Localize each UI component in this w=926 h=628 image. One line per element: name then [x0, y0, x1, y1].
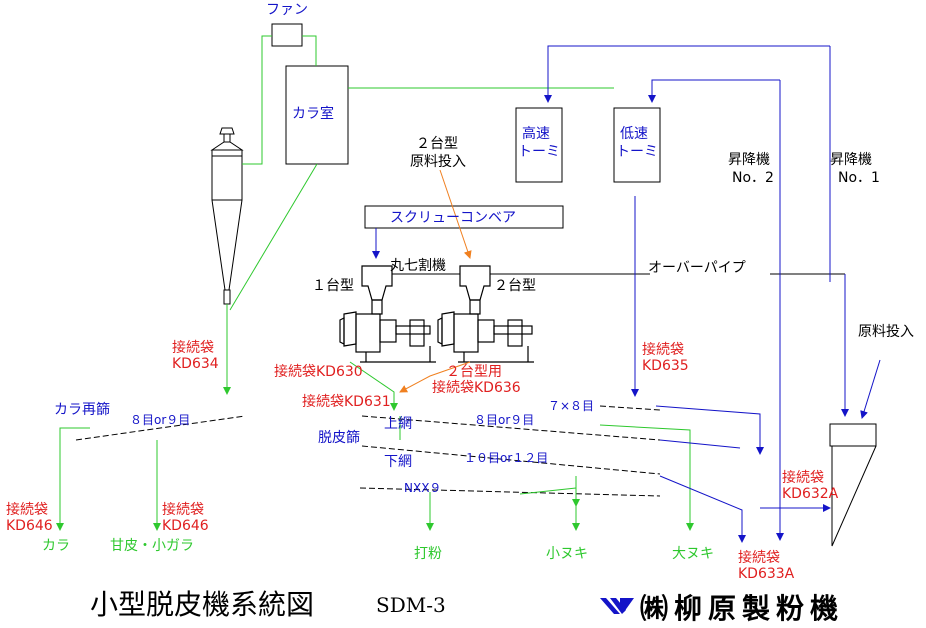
- output-konuki: 小ヌキ: [546, 546, 588, 562]
- bag-kd630-label: 接続袋KD630: [274, 363, 363, 380]
- bag-kd633a-label-b: KD633A: [738, 566, 795, 582]
- two-unit-label: ２台型: [494, 278, 536, 294]
- bag-kd646-right-b: KD646: [162, 518, 209, 534]
- two-unit-input-label-b: 原料投入: [410, 154, 466, 170]
- kara-room-label: カラ室: [292, 105, 334, 122]
- diagram-code: SDM-3: [376, 593, 446, 617]
- blue-flow-lines: [372, 45, 881, 543]
- low-speed-tomi: [613, 107, 661, 183]
- output-oonuki: 大ヌキ: [672, 546, 714, 562]
- bag-kd634-label-a: 接続袋: [172, 339, 214, 356]
- lower-net-label: 下網: [384, 454, 412, 470]
- diagram-title: 小型脱皮機系統図: [90, 588, 314, 621]
- elevator1-label-b: No．1: [838, 170, 880, 186]
- bag-kd632a-label-a: 接続袋: [782, 469, 824, 486]
- dehull-sieve-label: 脱皮篩: [318, 430, 360, 446]
- screw-conveyor-label: スクリューコンベア: [390, 210, 516, 226]
- over-pipe: [392, 273, 849, 417]
- bag-kd633a-label-a: 接続袋: [738, 549, 780, 566]
- over-pipe-label: オーバーパイプ: [648, 260, 746, 276]
- fan: [271, 23, 303, 47]
- bag-kd635-label-a: 接続袋: [642, 341, 684, 358]
- screw-conveyor: [364, 205, 564, 229]
- mesh-7x8-label: ７×８目: [548, 399, 594, 413]
- low-speed-label-1: 低速: [620, 126, 648, 142]
- orange-flow-lines: [399, 169, 472, 393]
- bag-kd635-label-b: KD635: [642, 358, 689, 374]
- two-unit-input-label-a: ２台型: [416, 136, 458, 152]
- output-kara: カラ: [42, 538, 70, 554]
- elevator2-label-a: 昇降機: [728, 152, 770, 168]
- two-unit-bag-label-a: ２台型用: [446, 364, 502, 380]
- bag-kd634-label-b: KD634: [172, 356, 219, 372]
- nxx9-label: NXX９: [404, 481, 441, 495]
- low-speed-label-2: トーミ: [616, 144, 658, 160]
- dehuller-machine-2: [437, 265, 534, 363]
- elevator2-label-b: No．2: [732, 170, 774, 186]
- elevator1-label-a: 昇降機: [830, 152, 872, 168]
- mesh-8-or-9-left: ８目or９目: [130, 413, 190, 427]
- high-speed-label-1: 高速: [522, 125, 550, 142]
- company-name: ㈱柳原製粉機: [640, 592, 844, 625]
- green-flow-lines: [56, 35, 694, 531]
- fan-label: ファン: [266, 2, 308, 18]
- bag-kd631-label: 接続袋KD631: [302, 393, 391, 410]
- bag-kd646-left-a: 接続袋: [6, 501, 48, 518]
- bag-kd646-left-b: KD646: [6, 518, 53, 534]
- upper-net-label: 上網: [384, 416, 412, 432]
- marushichi-label: 丸七割機: [390, 257, 446, 274]
- sieve-lines: [75, 405, 661, 497]
- bag-kd632a-label-b: KD632A: [782, 486, 839, 502]
- two-unit-bag-label-b: 接続袋KD636: [432, 379, 521, 396]
- mesh-8-or-9-right: ８目or９目: [474, 413, 534, 427]
- high-speed-label-2: トーミ: [518, 144, 560, 160]
- raw-input-label: 原料投入: [858, 324, 914, 340]
- company-logo-icon: [600, 598, 634, 614]
- hopper: [829, 423, 877, 547]
- cyclone: [210, 127, 244, 305]
- one-unit-label: １台型: [312, 278, 354, 294]
- output-dakofun: 打粉: [414, 545, 442, 562]
- output-amakawa: 甘皮・小ガラ: [110, 538, 194, 554]
- high-speed-tomi: [515, 107, 563, 183]
- bag-kd646-right-a: 接続袋: [162, 501, 204, 518]
- mesh-10-or-12-label: １０目or１２目: [464, 451, 548, 465]
- kara-resieve-label: カラ再篩: [54, 402, 110, 418]
- dehuller-machine-1: [339, 265, 436, 363]
